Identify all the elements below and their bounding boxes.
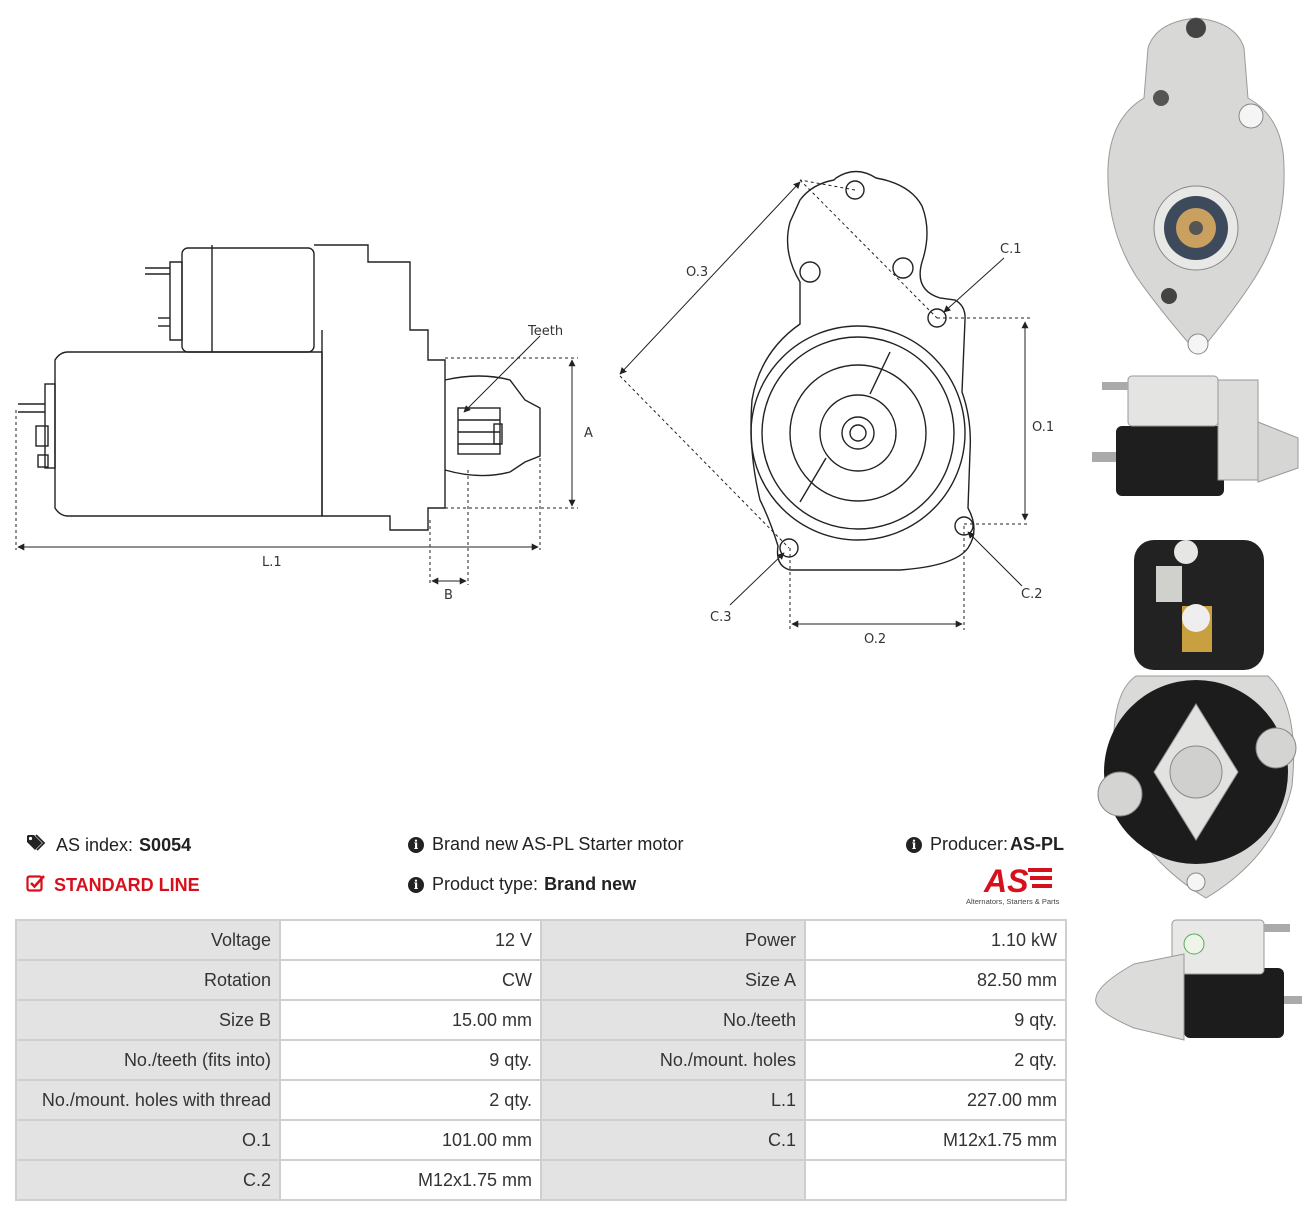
label-c1: C.1 bbox=[1000, 242, 1021, 257]
description-text: Brand new AS-PL Starter motor bbox=[432, 834, 684, 854]
description: i Brand new AS-PL Starter motor bbox=[408, 834, 683, 855]
label-teeth: Teeth bbox=[527, 324, 563, 339]
spec-label: No./mount. holes bbox=[542, 1041, 804, 1079]
spec-label bbox=[542, 1161, 804, 1199]
photo-front-view[interactable] bbox=[1086, 8, 1312, 364]
product-photos bbox=[1082, 0, 1312, 1222]
spec-label: L.1 bbox=[542, 1081, 804, 1119]
technical-drawing: Teeth A L.1 B C.1 O.1 C.2 bbox=[15, 170, 1054, 647]
photo-rear-view[interactable] bbox=[1096, 536, 1308, 904]
table-row: Size B 15.00 mm No./teeth 9 qty. bbox=[17, 1001, 1065, 1039]
label-o1: O.1 bbox=[1032, 420, 1054, 435]
specs-table: Voltage 12 V Power 1.10 kW Rotation CW S… bbox=[15, 919, 1067, 1201]
side-view-dimensions bbox=[15, 357, 578, 585]
label-c3: C.3 bbox=[710, 610, 731, 625]
spec-value: 82.50 mm bbox=[806, 961, 1065, 999]
check-square-icon bbox=[26, 874, 46, 897]
spec-label: No./mount. holes with thread bbox=[17, 1081, 279, 1119]
spec-value: 1.10 kW bbox=[806, 921, 1065, 959]
spec-label: C.1 bbox=[542, 1121, 804, 1159]
table-row: No./teeth (fits into) 9 qty. No./mount. … bbox=[17, 1041, 1065, 1079]
side-view bbox=[18, 244, 541, 531]
product-type-label: Product type: bbox=[432, 874, 539, 894]
photo-side-view[interactable] bbox=[1088, 372, 1310, 524]
spec-value: 227.00 mm bbox=[806, 1081, 1065, 1119]
product-type-value: Brand new bbox=[544, 874, 637, 894]
as-pl-logo: AS Alternators, Starters & Parts bbox=[960, 862, 1072, 908]
spec-label: No./teeth (fits into) bbox=[17, 1041, 279, 1079]
spec-label: No./teeth bbox=[542, 1001, 804, 1039]
spec-value: M12x1.75 mm bbox=[281, 1161, 540, 1199]
photo-angle-view[interactable] bbox=[1088, 914, 1310, 1058]
label-o3: O.3 bbox=[686, 265, 708, 280]
table-row: C.2 M12x1.75 mm bbox=[17, 1161, 1065, 1199]
spec-value: 12 V bbox=[281, 921, 540, 959]
label-a: A bbox=[584, 426, 593, 441]
spec-value: 15.00 mm bbox=[281, 1001, 540, 1039]
spec-value bbox=[806, 1161, 1065, 1199]
spec-value: 9 qty. bbox=[806, 1001, 1065, 1039]
producer-value: AS-PL bbox=[1010, 834, 1065, 854]
info-circle-icon: i bbox=[906, 836, 922, 853]
label-o2: O.2 bbox=[864, 632, 886, 647]
label-l1: L.1 bbox=[262, 555, 282, 570]
as-index-label: AS index: bbox=[56, 835, 134, 855]
spec-label: C.2 bbox=[17, 1161, 279, 1199]
spec-value: 2 qty. bbox=[281, 1081, 540, 1119]
as-index-value: S0054 bbox=[139, 835, 192, 855]
as-index: AS index: S0054 bbox=[26, 834, 191, 857]
product-type: i Product type: Brand new bbox=[408, 874, 636, 895]
tags-icon bbox=[26, 834, 48, 857]
table-row: Rotation CW Size A 82.50 mm bbox=[17, 961, 1065, 999]
spec-label: Size B bbox=[17, 1001, 279, 1039]
logo-mark: AS bbox=[983, 863, 1029, 899]
spec-label: O.1 bbox=[17, 1121, 279, 1159]
spec-label: Size A bbox=[542, 961, 804, 999]
spec-value: M12x1.75 mm bbox=[806, 1121, 1065, 1159]
spec-label: Power bbox=[542, 921, 804, 959]
spec-label: Rotation bbox=[17, 961, 279, 999]
table-row: Voltage 12 V Power 1.10 kW bbox=[17, 921, 1065, 959]
producer-label: Producer: bbox=[930, 834, 1009, 854]
front-view bbox=[750, 170, 975, 571]
line-label: STANDARD LINE bbox=[54, 875, 200, 895]
info-circle-icon: i bbox=[408, 876, 424, 893]
info-circle-icon: i bbox=[408, 836, 424, 853]
spec-value: 9 qty. bbox=[281, 1041, 540, 1079]
producer: i Producer: AS-PL bbox=[906, 834, 1064, 855]
spec-value: CW bbox=[281, 961, 540, 999]
label-c2: C.2 bbox=[1021, 587, 1042, 602]
table-row: No./mount. holes with thread 2 qty. L.1 … bbox=[17, 1081, 1065, 1119]
logo-tagline: Alternators, Starters & Parts bbox=[966, 897, 1060, 906]
front-view-dimensions bbox=[619, 179, 1030, 630]
spec-value: 101.00 mm bbox=[281, 1121, 540, 1159]
spec-label: Voltage bbox=[17, 921, 279, 959]
table-row: O.1 101.00 mm C.1 M12x1.75 mm bbox=[17, 1121, 1065, 1159]
label-b: B bbox=[444, 588, 453, 603]
line-badge: STANDARD LINE bbox=[26, 874, 200, 897]
spec-value: 2 qty. bbox=[806, 1041, 1065, 1079]
